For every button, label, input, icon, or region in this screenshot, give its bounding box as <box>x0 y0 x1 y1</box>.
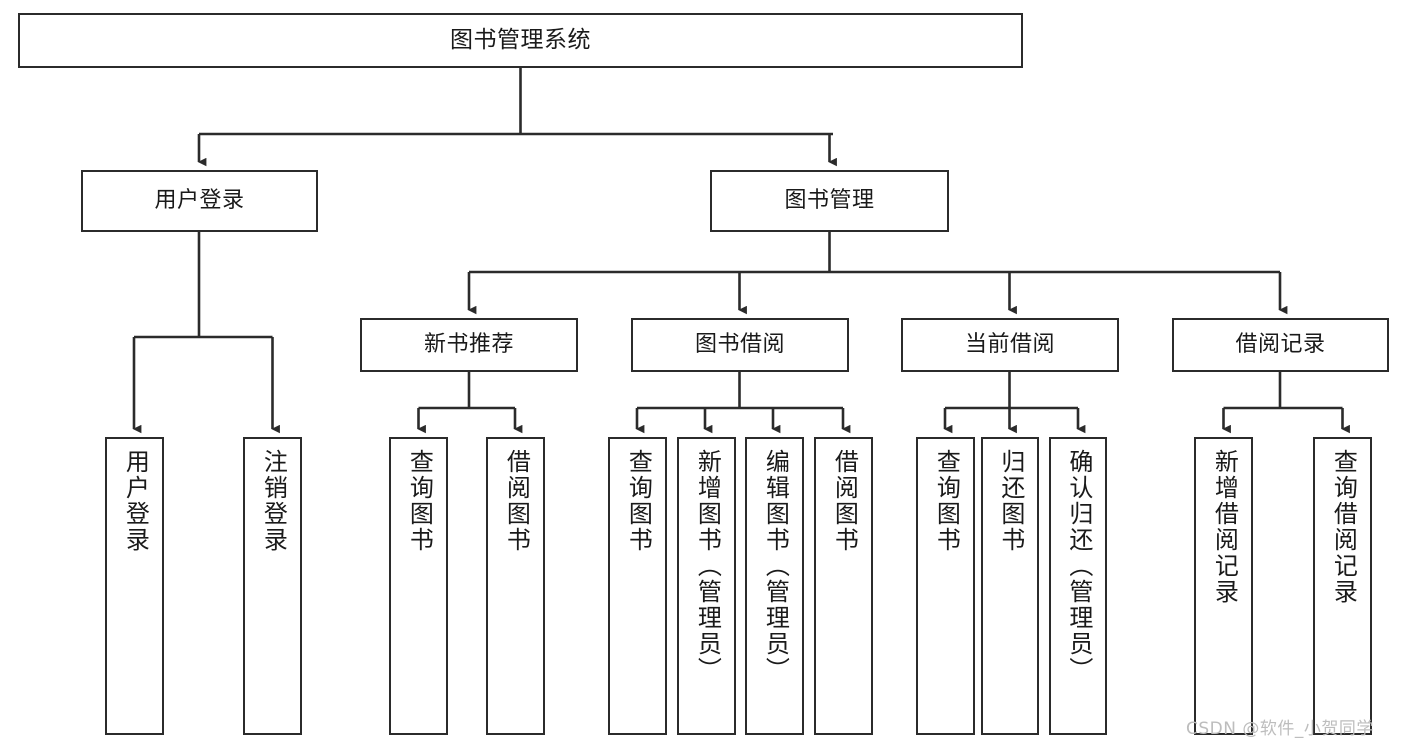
node-label: 注销登录 <box>259 449 288 553</box>
node-label: 新书推荐 <box>423 332 514 358</box>
node-root-system[interactable]: 图书管理系统 <box>18 13 1023 68</box>
node-label: 借阅记录 <box>1235 332 1326 358</box>
node-label: 新增图书（管理员） <box>693 449 722 683</box>
leaf-book-borrow-edit[interactable]: 编辑图书（管理员） <box>745 437 804 735</box>
node-label: 图书管理系统 <box>450 27 591 54</box>
leaf-new-book-query[interactable]: 查询图书 <box>389 437 448 735</box>
leaf-book-borrow-query[interactable]: 查询图书 <box>608 437 667 735</box>
node-borrow-record[interactable]: 借阅记录 <box>1172 318 1389 372</box>
leaf-current-borrow-query[interactable]: 查询图书 <box>916 437 975 735</box>
leaf-book-borrow-add[interactable]: 新增图书（管理员） <box>677 437 736 735</box>
node-label: 查询图书 <box>624 449 653 553</box>
leaf-borrow-record-query[interactable]: 查询借阅记录 <box>1313 437 1372 735</box>
leaf-current-borrow-confirm-return[interactable]: 确认归还（管理员） <box>1049 437 1107 735</box>
leaf-user-login-login[interactable]: 用户登录 <box>105 437 164 735</box>
node-label: 查询借阅记录 <box>1329 449 1358 605</box>
node-label: 当前借阅 <box>964 332 1055 358</box>
node-current-borrow[interactable]: 当前借阅 <box>901 318 1119 372</box>
node-label: 查询图书 <box>405 449 434 553</box>
node-label: 归还图书 <box>996 449 1025 553</box>
node-user-login[interactable]: 用户登录 <box>81 170 318 232</box>
node-book-borrow[interactable]: 图书借阅 <box>631 318 849 372</box>
watermark-text: CSDN @软件_小贺同学 <box>1186 719 1374 739</box>
node-new-book-recommend[interactable]: 新书推荐 <box>360 318 578 372</box>
leaf-current-borrow-return[interactable]: 归还图书 <box>981 437 1039 735</box>
leaf-borrow-record-add[interactable]: 新增借阅记录 <box>1194 437 1253 735</box>
node-label: 用户登录 <box>154 188 245 214</box>
node-label: 借阅图书 <box>830 449 859 553</box>
node-label: 借阅图书 <box>502 449 531 553</box>
node-label: 新增借阅记录 <box>1210 449 1239 605</box>
leaf-user-login-logout[interactable]: 注销登录 <box>243 437 302 735</box>
leaf-book-borrow-borrow[interactable]: 借阅图书 <box>814 437 873 735</box>
leaf-new-book-borrow[interactable]: 借阅图书 <box>486 437 545 735</box>
node-label: 查询图书 <box>932 449 961 553</box>
node-label: 确认归还（管理员） <box>1064 449 1093 683</box>
node-label: 用户登录 <box>121 449 150 553</box>
node-label: 编辑图书（管理员） <box>761 449 790 683</box>
node-label: 图书管理 <box>784 188 875 214</box>
node-label: 图书借阅 <box>694 332 785 358</box>
node-book-management[interactable]: 图书管理 <box>710 170 949 232</box>
